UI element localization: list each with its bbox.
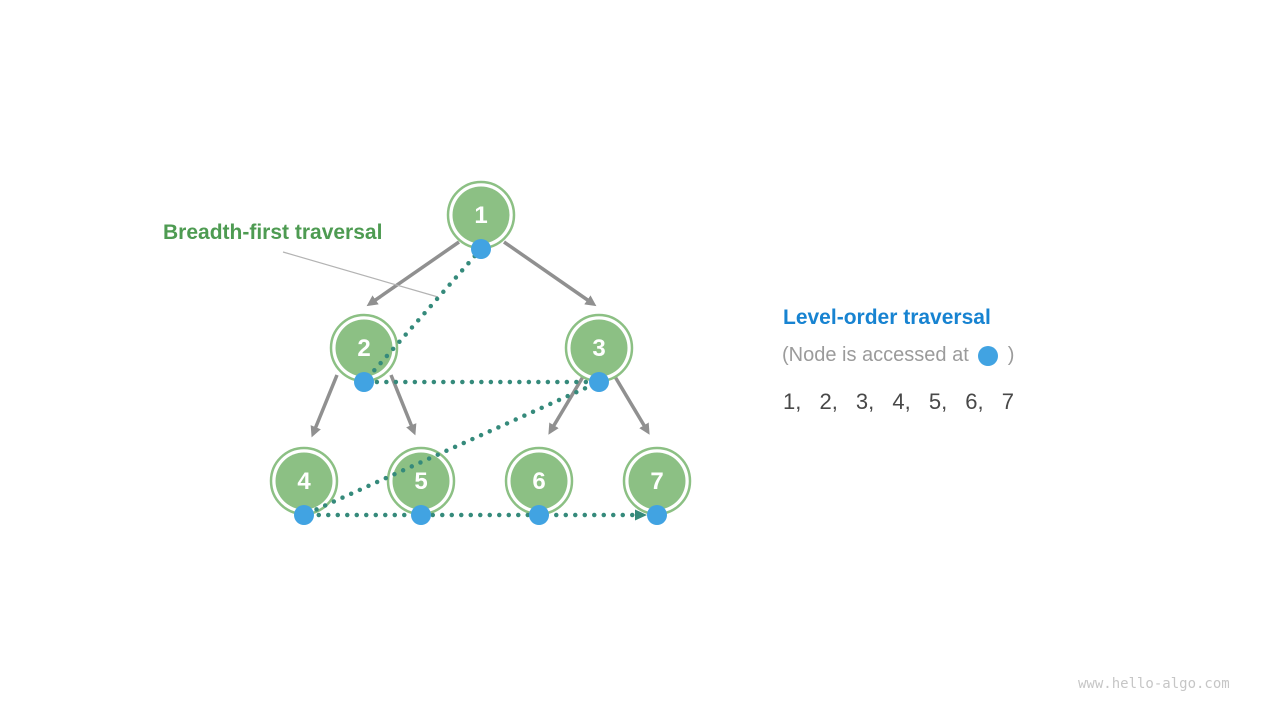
annotation-pointer-line: [282, 251, 439, 298]
access-dot-7: [647, 505, 667, 525]
tree-node-4: 4: [269, 446, 339, 516]
access-dot-1: [471, 239, 491, 259]
tree-node-5: 5: [386, 446, 456, 516]
access-note: (Node is accessed at ): [782, 344, 1014, 367]
tree-node-3: 3: [564, 313, 634, 383]
edge-2-4: [310, 374, 339, 438]
access-note-suffix: ): [1007, 344, 1015, 366]
tree-node-2: 2: [329, 313, 399, 383]
access-dot-4: [294, 505, 314, 525]
tree-node-7: 7: [622, 446, 692, 516]
node-5-label: 5: [414, 468, 427, 495]
node-6-label: 6: [532, 468, 545, 495]
edge-3-7: [612, 374, 650, 435]
traversal-path: [301, 246, 647, 521]
edge-3-6: [548, 374, 586, 435]
node-3-label: 3: [592, 335, 605, 362]
tree-nodes: 1 2 3 4 5: [269, 180, 692, 516]
access-note-prefix: (Node is accessed at: [782, 344, 969, 366]
access-dot-6: [529, 505, 549, 525]
watermark: www.hello-algo.com: [1078, 676, 1230, 692]
tree-node-6: 6: [504, 446, 574, 516]
node-4-label: 4: [297, 468, 311, 495]
access-dot-icon: [977, 345, 998, 366]
node-1-label: 1: [474, 202, 487, 229]
traversal-sequence: 1, 2, 3, 4, 5, 6, 7: [783, 389, 1014, 414]
edge-1-3: [503, 240, 597, 307]
level-order-traversal-title: Level-order traversal: [783, 306, 991, 329]
tree-node-1: 1: [446, 180, 516, 250]
node-2-label: 2: [357, 335, 370, 362]
access-dots: [294, 239, 667, 525]
access-dot-2: [354, 372, 374, 392]
access-dot-3: [589, 372, 609, 392]
access-dot-5: [411, 505, 431, 525]
node-7-label: 7: [650, 468, 663, 495]
breadth-first-traversal-label: Breadth-first traversal: [163, 221, 383, 244]
edge-1-2: [366, 240, 460, 307]
